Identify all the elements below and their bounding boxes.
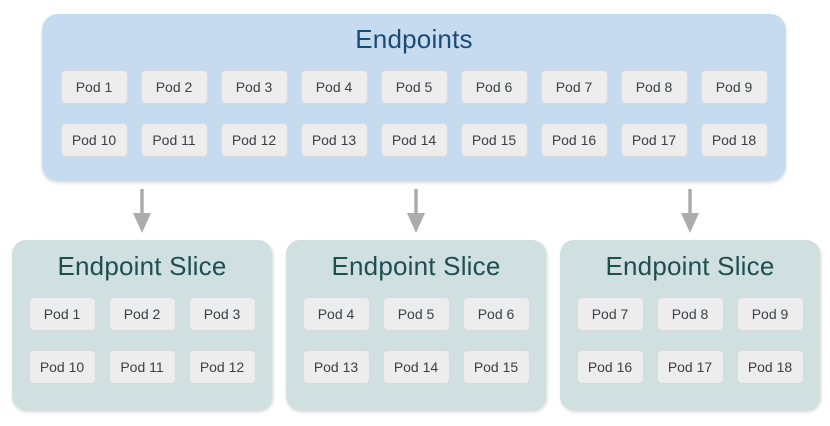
pod-chip: Pod 2 xyxy=(140,70,208,104)
pod-chip: Pod 12 xyxy=(220,123,288,157)
pod-chip: Pod 4 xyxy=(300,70,368,104)
pod-chip: Pod 17 xyxy=(656,350,724,384)
down-arrow-icon xyxy=(133,189,151,233)
pod-row: Pod 7 Pod 8 Pod 9 xyxy=(560,297,820,331)
down-arrow-icon xyxy=(681,189,699,233)
endpoints-box: Endpoints Pod 1 Pod 2 Pod 3 Pod 4 Pod 5 Pod 6… xyxy=(42,14,786,181)
pod-row: Pod 1 Pod 2 Pod 3 Pod 4 Pod 5 Pod 6 Pod 7 Pod 8… xyxy=(42,70,786,104)
pod-chip: Pod 3 xyxy=(188,297,256,331)
pod-chip: Pod 11 xyxy=(108,350,176,384)
pod-chip: Pod 18 xyxy=(700,123,768,157)
endpoint-slice-title: Endpoint Slice xyxy=(57,251,227,281)
pod-row: Pod 16 Pod 17 Pod 18 xyxy=(560,350,820,384)
pod-chip: Pod 11 xyxy=(140,123,208,157)
pod-chip: Pod 2 xyxy=(108,297,176,331)
pod-chip: Pod 10 xyxy=(28,350,96,384)
pod-chip: Pod 5 xyxy=(380,70,448,104)
pod-chip: Pod 3 xyxy=(220,70,288,104)
pod-chip: Pod 15 xyxy=(462,350,530,384)
pod-chip: Pod 15 xyxy=(460,123,528,157)
pod-chip: Pod 10 xyxy=(60,123,128,157)
pod-chip: Pod 16 xyxy=(576,350,644,384)
endpoint-slice-title: Endpoint Slice xyxy=(605,251,775,281)
pod-row: Pod 10 Pod 11 Pod 12 Pod 13 Pod 14 Pod 15 Pod … xyxy=(42,123,786,157)
pod-chip: Pod 14 xyxy=(380,123,448,157)
pod-chip: Pod 6 xyxy=(462,297,530,331)
pod-chip: Pod 18 xyxy=(736,350,804,384)
pod-chip: Pod 12 xyxy=(188,350,256,384)
pod-chip: Pod 7 xyxy=(576,297,644,331)
pod-chip: Pod 1 xyxy=(60,70,128,104)
endpoints-title: Endpoints xyxy=(355,24,473,54)
pod-chip: Pod 1 xyxy=(28,297,96,331)
pod-chip: Pod 8 xyxy=(620,70,688,104)
slice-pod-grid: Pod 7 Pod 8 Pod 9 Pod 16 Pod 17 Pod 18 xyxy=(560,297,820,384)
pod-chip: Pod 13 xyxy=(300,123,368,157)
pod-chip: Pod 8 xyxy=(656,297,724,331)
pod-chip: Pod 7 xyxy=(540,70,608,104)
pod-chip: Pod 13 xyxy=(302,350,370,384)
down-arrow-icon xyxy=(407,189,425,233)
pod-chip: Pod 5 xyxy=(382,297,450,331)
pod-chip: Pod 16 xyxy=(540,123,608,157)
endpoint-slice-title: Endpoint Slice xyxy=(331,251,501,281)
pod-chip: Pod 6 xyxy=(460,70,528,104)
slice-pod-grid: Pod 1 Pod 2 Pod 3 Pod 10 Pod 11 Pod 12 xyxy=(12,297,272,384)
pod-row: Pod 10 Pod 11 Pod 12 xyxy=(12,350,272,384)
pod-chip: Pod 14 xyxy=(382,350,450,384)
pod-row: Pod 4 Pod 5 Pod 6 xyxy=(286,297,546,331)
pod-chip: Pod 17 xyxy=(620,123,688,157)
pod-chip: Pod 4 xyxy=(302,297,370,331)
endpoints-pod-grid: Pod 1 Pod 2 Pod 3 Pod 4 Pod 5 Pod 6 Pod 7 Pod 8… xyxy=(42,70,786,157)
pod-chip: Pod 9 xyxy=(736,297,804,331)
pod-row: Pod 1 Pod 2 Pod 3 xyxy=(12,297,272,331)
slice-pod-grid: Pod 4 Pod 5 Pod 6 Pod 13 Pod 14 Pod 15 xyxy=(286,297,546,384)
pod-row: Pod 13 Pod 14 Pod 15 xyxy=(286,350,546,384)
pod-chip: Pod 9 xyxy=(700,70,768,104)
